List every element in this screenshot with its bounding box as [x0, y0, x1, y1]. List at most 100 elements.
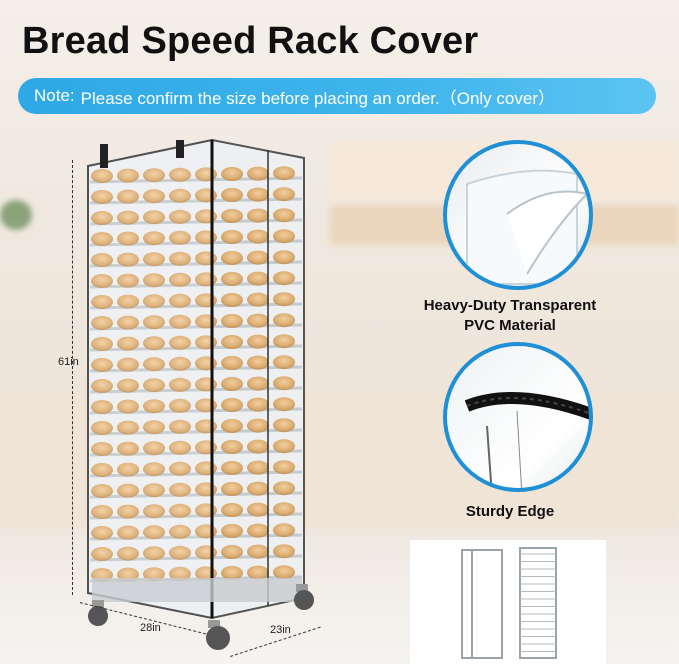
bread-bun — [169, 167, 191, 182]
sturdy-edge-label: Sturdy Edge — [465, 503, 555, 520]
bread-bun — [143, 567, 165, 582]
bread-bun — [117, 462, 139, 477]
bread-bun — [247, 355, 269, 370]
bread-bun — [143, 273, 165, 288]
bread-bun — [169, 566, 191, 581]
bread-bun — [143, 378, 165, 393]
width-label: 28in — [140, 622, 161, 634]
bread-bun — [117, 231, 139, 246]
bread-bun — [247, 544, 269, 559]
bread-bun — [169, 230, 191, 245]
bread-bun — [247, 418, 269, 433]
bread-bun — [91, 211, 113, 225]
bread-bun — [247, 334, 269, 349]
caster-wheels — [88, 584, 314, 650]
bread-bun — [247, 166, 269, 181]
bread-bun — [169, 377, 191, 392]
bread-bun — [169, 419, 191, 434]
bread-bun — [117, 483, 139, 498]
bread-bun — [143, 441, 165, 456]
bread-bun — [91, 274, 113, 288]
bread-bun — [273, 544, 295, 559]
bread-bun — [221, 482, 243, 496]
bread-bun — [91, 358, 113, 372]
bread-bun — [169, 335, 191, 350]
bread-bun — [273, 565, 295, 580]
bread-bun — [169, 461, 191, 476]
bread-bun — [91, 421, 113, 435]
bread-bun — [169, 272, 191, 287]
bread-bun — [273, 229, 295, 244]
bread-bun — [221, 314, 243, 328]
note-text: Please confirm the size before placing a… — [80, 88, 555, 108]
bread-bun — [143, 168, 165, 183]
bread-bun — [143, 525, 165, 540]
bread-bun — [91, 505, 113, 519]
bread-bun — [117, 357, 139, 372]
bread-bun — [143, 336, 165, 351]
bread-bun — [247, 187, 269, 202]
bread-bun — [273, 208, 295, 223]
bread-bun — [247, 397, 269, 412]
bread-bun — [117, 441, 139, 456]
bread-bun — [247, 439, 269, 454]
bread-bun — [117, 546, 139, 561]
bread-bun — [247, 271, 269, 286]
bread-bun — [273, 502, 295, 517]
height-dimension-line — [72, 160, 73, 595]
bread-bun — [221, 566, 243, 580]
bread-bun — [143, 315, 165, 330]
bread-bun — [221, 461, 243, 475]
sturdy-edge-detail — [443, 342, 593, 492]
bread-bun — [91, 484, 113, 498]
pvc-sheet-icon — [466, 169, 589, 285]
bread-bun — [221, 377, 243, 391]
bread-bun — [169, 524, 191, 539]
bread-bun — [247, 313, 269, 328]
bread-bun — [143, 483, 165, 498]
bread-bun — [273, 439, 295, 454]
bread-bun — [143, 231, 165, 246]
bread-bun — [273, 271, 295, 286]
bread-bun — [143, 210, 165, 225]
bread-bun — [143, 357, 165, 372]
height-label: 61in — [58, 356, 79, 368]
bread-bun — [247, 523, 269, 538]
bread-bun — [91, 232, 113, 246]
bread-bun — [221, 272, 243, 286]
bread-bun — [221, 251, 243, 265]
bread-bun — [273, 166, 295, 181]
bread-bun — [117, 273, 139, 288]
bread-bun — [117, 504, 139, 519]
bread-bun — [221, 209, 243, 223]
bread-bun — [91, 253, 113, 267]
bread-bun — [169, 440, 191, 455]
bread-bun — [273, 418, 295, 433]
background-plant — [0, 200, 32, 230]
bread-bun — [169, 209, 191, 224]
bread-bun — [273, 187, 295, 202]
bread-bun — [143, 189, 165, 204]
bread-bun — [169, 251, 191, 266]
pvc-material-detail — [443, 140, 593, 290]
bread-bun — [221, 230, 243, 244]
bread-bun — [91, 295, 113, 309]
bread-bun — [91, 463, 113, 477]
bread-bun — [221, 167, 243, 181]
bread-bun — [117, 294, 139, 309]
bread-bun — [273, 355, 295, 370]
rack-cover-illustration — [87, 138, 314, 650]
bread-bun — [143, 294, 165, 309]
bread-bun — [91, 337, 113, 351]
bread-bun — [117, 210, 139, 225]
bread-bun — [91, 169, 113, 183]
bread-bun — [247, 376, 269, 391]
bread-bun — [221, 188, 243, 202]
bread-bun — [117, 189, 139, 204]
bread-bun — [221, 398, 243, 412]
bread-bun — [169, 356, 191, 371]
bread-bun — [91, 190, 113, 204]
bread-bun — [221, 335, 243, 349]
pvc-material-label: Heavy-Duty Transparent PVC Material — [423, 297, 597, 334]
